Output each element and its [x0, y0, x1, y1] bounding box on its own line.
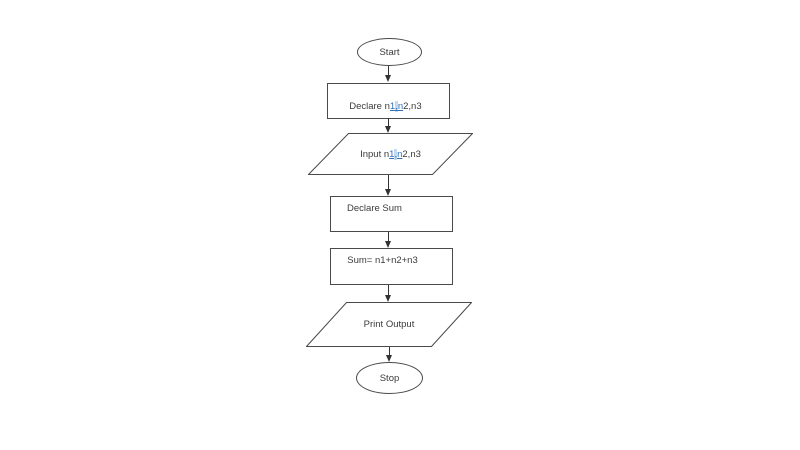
- label-text-part: 2,n3: [402, 148, 421, 160]
- label-underlined-part: n: [397, 148, 403, 160]
- arrow-line: [388, 232, 389, 242]
- label-underlined-part: 1: [389, 101, 396, 112]
- flow-arrow-3[interactable]: [385, 175, 392, 196]
- flowchart-node-print-output[interactable]: Print Output: [306, 302, 472, 347]
- node-print-output-label: Print Output: [363, 319, 415, 330]
- flowchart-node-declare-vars[interactable]: Declare n1,n2,n3: [327, 83, 450, 119]
- label-underlined-part: 1: [389, 148, 395, 160]
- flow-arrow-4[interactable]: [385, 232, 392, 248]
- arrow-head-icon: [385, 126, 391, 133]
- flowchart-node-compute-sum[interactable]: Sum= n1+n2+n3: [330, 248, 453, 285]
- arrow-head-icon: [386, 355, 392, 362]
- node-start-label: Start: [379, 46, 400, 58]
- label-highlighted-part: ,: [395, 101, 398, 112]
- flow-arrow-1[interactable]: [385, 66, 392, 82]
- flow-arrow-2[interactable]: [385, 118, 392, 133]
- node-compute-sum-label: Sum= n1+n2+n3: [347, 255, 418, 266]
- parallelogram-outline: [308, 133, 473, 175]
- arrow-line: [388, 118, 389, 127]
- arrow-line: [388, 285, 389, 296]
- arrow-head-icon: [385, 75, 391, 82]
- node-stop-label: Stop: [379, 372, 400, 384]
- arrow-head-icon: [385, 241, 391, 248]
- flow-arrow-6[interactable]: [386, 347, 393, 362]
- arrow-head-icon: [385, 295, 391, 302]
- arrow-head-icon: [385, 189, 391, 196]
- arrow-line: [388, 66, 389, 76]
- node-declare-sum-label: Declare Sum: [347, 203, 402, 214]
- flow-arrow-5[interactable]: [385, 285, 392, 302]
- label-underlined-part: n: [397, 101, 404, 112]
- flowchart-node-declare-sum[interactable]: Declare Sum: [330, 196, 453, 232]
- label-text-part: Input n: [360, 148, 390, 160]
- arrow-line: [389, 347, 390, 356]
- parallelogram-outline: [306, 302, 472, 347]
- label-text-part: Declare n: [349, 101, 390, 112]
- flowchart-node-start[interactable]: Start: [357, 38, 422, 66]
- node-declare-vars-label: Declare n1,n2,n3: [333, 90, 422, 123]
- label-highlighted-part: ,: [394, 148, 398, 160]
- arrow-line: [388, 175, 389, 190]
- flowchart-node-stop[interactable]: Stop: [356, 362, 423, 394]
- label-text-part: 2,n3: [403, 101, 422, 112]
